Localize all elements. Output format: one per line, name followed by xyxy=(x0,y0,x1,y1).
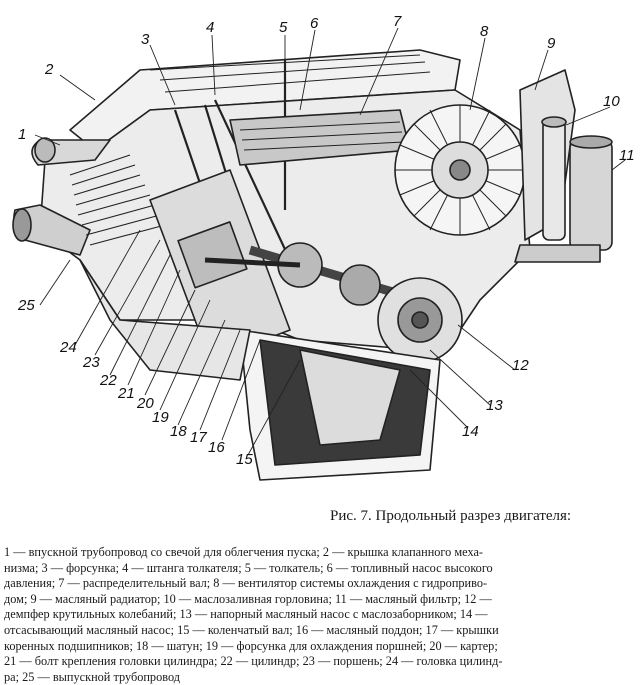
callout-13: 13 xyxy=(486,397,503,414)
figure-caption: Рис. 7. Продольный разрез двигателя: xyxy=(330,508,572,524)
callout-18: 18 xyxy=(170,423,187,440)
legend-line: ра; 25 — выпускной трубопровод xyxy=(4,669,181,684)
callout-5: 5 xyxy=(279,19,288,36)
figure-legend: 1 — впускной трубопровод со свечой для о… xyxy=(4,545,636,685)
callout-2: 2 xyxy=(45,61,54,78)
callout-9: 9 xyxy=(547,35,556,52)
callout-1: 1 xyxy=(18,126,27,143)
callout-16: 16 xyxy=(208,439,225,456)
legend-line: отсасывающий масляный насос; 15 — коленч… xyxy=(4,622,499,637)
callout-24: 24 xyxy=(60,339,77,356)
callout-3: 3 xyxy=(141,31,150,48)
callout-8: 8 xyxy=(480,23,489,40)
legend-line: 1 — впускной трубопровод со свечой для о… xyxy=(4,545,484,559)
callout-6: 6 xyxy=(310,15,319,32)
legend-line: дом; 9 — масляный радиатор; 10 — маслоза… xyxy=(4,591,492,606)
callout-23: 23 xyxy=(83,354,100,371)
oil-filter xyxy=(569,139,613,251)
callout-11: 11 xyxy=(619,147,635,164)
callout-21: 21 xyxy=(118,385,135,402)
callout-12: 12 xyxy=(512,357,529,374)
oil-filler xyxy=(542,119,566,241)
legend-line: низма; 3 — форсунка; 4 — штанга толкател… xyxy=(4,560,493,575)
callout-20: 20 xyxy=(137,395,154,412)
callout-22: 22 xyxy=(100,372,117,389)
connecting-rod xyxy=(204,257,301,268)
callout-15: 15 xyxy=(236,451,253,468)
engine-cutaway-drawing xyxy=(12,27,626,481)
callout-4: 4 xyxy=(206,19,215,36)
crankcase xyxy=(79,259,251,381)
callout-25: 25 xyxy=(18,297,35,314)
callout-7: 7 xyxy=(393,13,402,30)
callout-19: 19 xyxy=(152,409,169,426)
legend-line: демпфер крутильных колебаний; 13 — напор… xyxy=(4,607,488,622)
callout-10: 10 xyxy=(603,93,620,110)
callout-17: 17 xyxy=(190,429,207,446)
legend-line: коренных подшипников; 18 — шатун; 19 — ф… xyxy=(4,638,498,653)
callout-14: 14 xyxy=(462,423,479,440)
legend-line: давления; 7 — распределительный вал; 8 —… xyxy=(4,576,488,591)
legend-line: 21 — болт крепления головки цилиндра; 22… xyxy=(4,654,503,669)
